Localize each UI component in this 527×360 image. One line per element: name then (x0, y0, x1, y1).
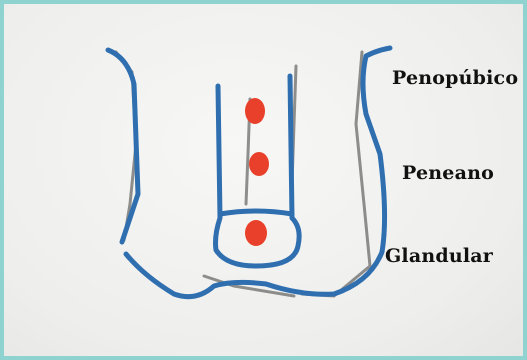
label-penopubico: Penopúbico (392, 67, 518, 89)
right-shadow-stroke (302, 52, 370, 296)
label-peneano: Peneano (402, 162, 494, 184)
glans-line (220, 211, 292, 214)
dot-peneano (249, 152, 269, 176)
label-glandular: Glandular (385, 245, 493, 267)
dot-penopubico (245, 98, 265, 124)
outer-outline (108, 50, 138, 242)
dot-glandular (245, 220, 267, 246)
